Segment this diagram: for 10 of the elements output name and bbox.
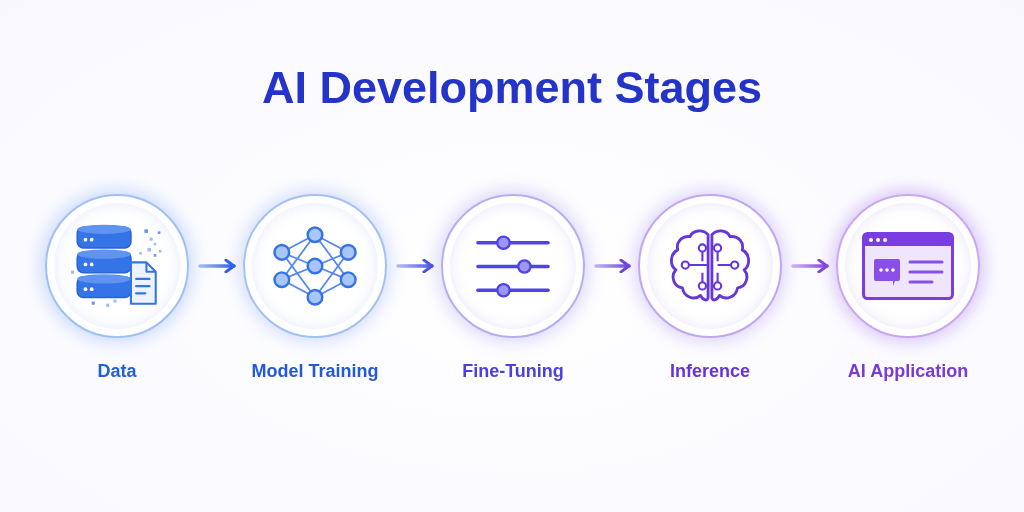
arrow bbox=[791, 258, 829, 274]
stage-label: Model Training bbox=[251, 360, 379, 383]
arrow bbox=[198, 258, 236, 274]
arrow bbox=[396, 258, 434, 274]
stage-label: AI Application bbox=[847, 360, 969, 383]
stage-label: Fine-Tuning bbox=[462, 360, 564, 383]
diagram-title: AI Development Stages bbox=[261, 61, 763, 115]
stage-label: Data bbox=[97, 360, 137, 383]
arrow bbox=[594, 258, 631, 274]
stage-label: Inference bbox=[669, 360, 750, 383]
